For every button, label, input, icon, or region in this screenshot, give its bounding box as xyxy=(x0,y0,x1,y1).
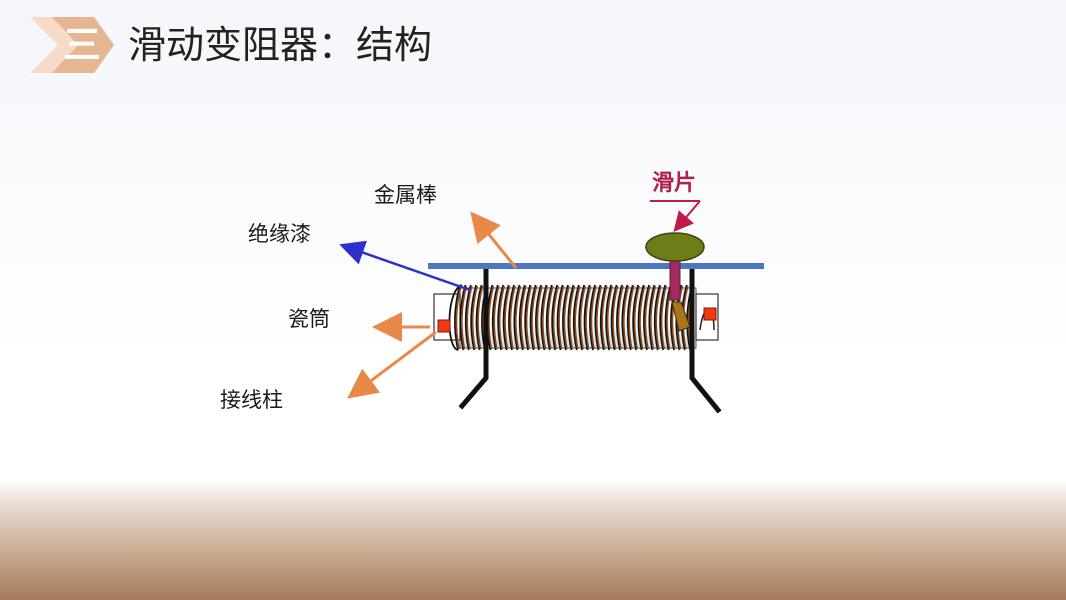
terminal-arrow xyxy=(347,330,437,399)
insulating-paint-arrow xyxy=(339,240,471,292)
label-terminal: 接线柱 xyxy=(220,388,283,412)
label-insulating-paint: 绝缘漆 xyxy=(248,222,311,246)
section-badge xyxy=(30,17,114,73)
label-metal-rod: 金属棒 xyxy=(374,183,437,207)
section-number: 三 xyxy=(62,23,101,67)
page-title: 滑动变阻器：结构 xyxy=(128,23,433,67)
stand-legs xyxy=(458,265,722,414)
label-porcelain-tube: 瓷筒 xyxy=(288,307,330,331)
metal-rod-arrow xyxy=(470,211,518,269)
right-terminal xyxy=(703,307,717,321)
slider xyxy=(645,232,705,332)
slider-arrow xyxy=(673,200,701,233)
left-terminal xyxy=(437,319,451,333)
metal-rod xyxy=(428,263,764,269)
label-slider: 滑片 xyxy=(652,171,697,196)
